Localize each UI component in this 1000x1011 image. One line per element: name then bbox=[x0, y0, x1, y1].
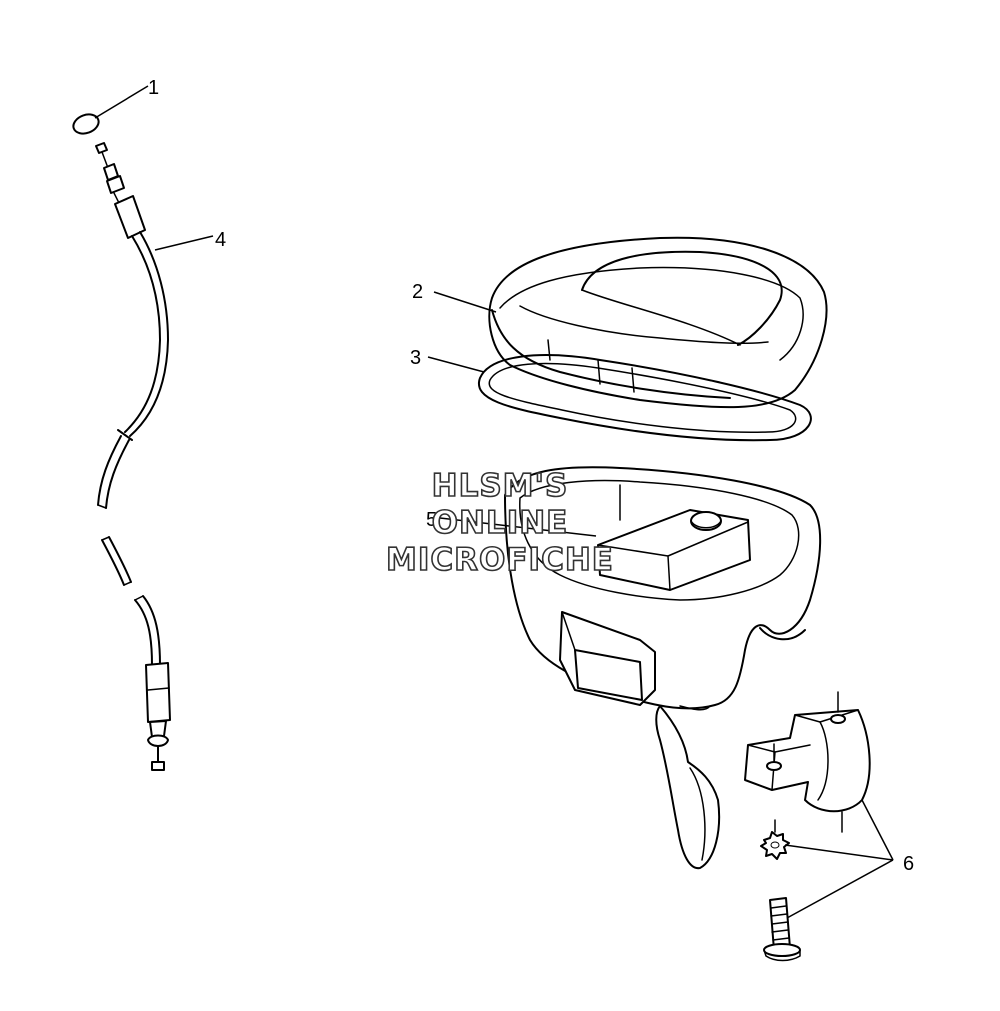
watermark: HLSM'S ONLINE MICROFICHE bbox=[385, 467, 614, 579]
callout-6: 6 bbox=[903, 853, 914, 875]
callout-2: 2 bbox=[412, 281, 423, 303]
part-o-ring bbox=[72, 113, 100, 135]
callout-labels: 1 4 2 3 5 6 bbox=[148, 77, 914, 875]
part-clamp-hardware bbox=[744, 691, 871, 962]
watermark-line-1: HLSM'S bbox=[432, 468, 569, 504]
callout-1: 1 bbox=[148, 77, 159, 99]
watermark-line-3: MICROFICHE bbox=[386, 542, 614, 578]
callout-5: 5 bbox=[426, 509, 437, 531]
part-housing-body bbox=[504, 466, 822, 870]
part-housing-cover bbox=[488, 236, 828, 409]
callout-3: 3 bbox=[410, 347, 421, 369]
watermark-line-2: ONLINE bbox=[432, 505, 569, 541]
callout-4: 4 bbox=[215, 229, 226, 251]
part-gasket bbox=[477, 354, 812, 442]
leader-lines bbox=[94, 85, 894, 919]
part-throttle-cable bbox=[95, 142, 171, 771]
